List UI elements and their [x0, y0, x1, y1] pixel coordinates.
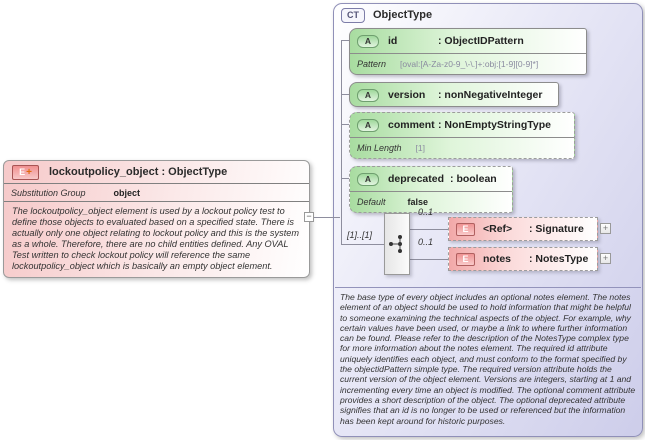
attribute-icon: A	[357, 118, 379, 132]
objecttype-complextype-box[interactable]: CT ObjectType A id : ObjectIDPattern Pat…	[333, 3, 643, 437]
attribute-type: : nonNegativeInteger	[438, 89, 543, 101]
element-name: <Ref>	[483, 223, 513, 235]
annotation-separator	[335, 287, 641, 288]
connector-line	[410, 259, 448, 260]
substitution-group-value: object	[113, 187, 141, 198]
element-annotation: The lockoutpolicy_object element is used…	[12, 206, 300, 271]
attribute-header: A deprecated : boolean	[350, 167, 512, 191]
expand-plus-icon[interactable]: +	[600, 253, 611, 264]
facet-label: Default	[357, 197, 386, 207]
substitution-group-label: Substitution Group	[11, 187, 86, 198]
element-title: lockoutpolicy_object : ObjectType	[49, 166, 228, 178]
connector-line	[310, 217, 340, 218]
attribute-header: A comment : NonEmptyStringType	[350, 113, 574, 137]
substitution-plus-icon: +	[26, 166, 32, 178]
sequence-cardinality: [1]..[1]	[347, 230, 373, 240]
sequence-compositor[interactable]	[384, 213, 410, 275]
facet-label: Min Length	[357, 143, 402, 153]
attribute-name: id	[388, 35, 398, 47]
sequence-icon	[389, 235, 402, 253]
attribute-type: : NonEmptyStringType	[438, 119, 551, 131]
element-ref-box[interactable]: E <Ref> : Signature	[448, 217, 598, 241]
element-icon: E+	[12, 164, 39, 180]
child-cardinality: 0..1	[418, 207, 434, 217]
facet-value: [1]	[415, 143, 425, 153]
attribute-box-version[interactable]: A version : nonNegativeInteger	[349, 82, 559, 107]
attribute-box-comment[interactable]: A comment : NonEmptyStringType Min Lengt…	[349, 112, 575, 159]
element-icon: E	[456, 222, 475, 236]
attribute-name: deprecated	[388, 173, 445, 185]
collapse-toggle-minus-icon[interactable]: −	[304, 212, 314, 222]
attribute-icon: A	[357, 34, 379, 48]
facet-row-default: Default false	[350, 191, 512, 212]
facet-row-minlength: Min Length [1]	[350, 137, 574, 158]
connector-line	[341, 40, 342, 245]
facet-label: Pattern	[357, 59, 387, 69]
element-notes-box[interactable]: E notes : NotesType	[448, 247, 598, 271]
connector-line	[341, 178, 349, 179]
attribute-icon: A	[357, 88, 379, 102]
connector-line	[341, 94, 349, 95]
child-cardinality: 0..1	[418, 237, 434, 247]
substitution-group-row: Substitution Group object	[4, 184, 309, 202]
facet-value: [oval:[A-Za-z0-9_\-\.]+:obj:[1-9][0-9]*]	[400, 59, 539, 69]
connector-line	[341, 244, 384, 245]
attribute-type: : ObjectIDPattern	[438, 35, 524, 47]
lockoutpolicy-object-box[interactable]: E+ lockoutpolicy_object : ObjectType Sub…	[3, 160, 310, 278]
complex-type-annotation: The base type of every object includes a…	[340, 292, 636, 426]
attribute-box-id[interactable]: A id : ObjectIDPattern Pattern [oval:[A-…	[349, 28, 587, 75]
element-header: E+ lockoutpolicy_object : ObjectType	[4, 161, 309, 184]
element-icon: E	[456, 252, 475, 266]
complex-type-title: ObjectType	[373, 9, 433, 21]
attribute-name: version	[388, 89, 426, 101]
connector-line	[341, 124, 349, 125]
facet-row-pattern: Pattern [oval:[A-Za-z0-9_\-\.]+:obj:[1-9…	[350, 53, 586, 74]
element-type: : NotesType	[529, 253, 589, 265]
connector-line	[410, 229, 448, 230]
attribute-header: A id : ObjectIDPattern	[350, 29, 586, 53]
complex-type-icon: CT	[341, 7, 365, 23]
attribute-header: A version : nonNegativeInteger	[350, 83, 558, 107]
attribute-icon: A	[357, 172, 379, 186]
facet-value: false	[407, 197, 429, 207]
expand-plus-icon[interactable]: +	[600, 223, 611, 234]
attribute-name: comment	[388, 119, 435, 131]
element-name: notes	[483, 253, 512, 265]
attribute-type: : boolean	[450, 173, 497, 185]
complex-type-header: CT ObjectType	[334, 4, 642, 26]
attribute-box-deprecated[interactable]: A deprecated : boolean Default false	[349, 166, 513, 213]
element-type: : Signature	[529, 223, 584, 235]
connector-line	[341, 40, 349, 41]
